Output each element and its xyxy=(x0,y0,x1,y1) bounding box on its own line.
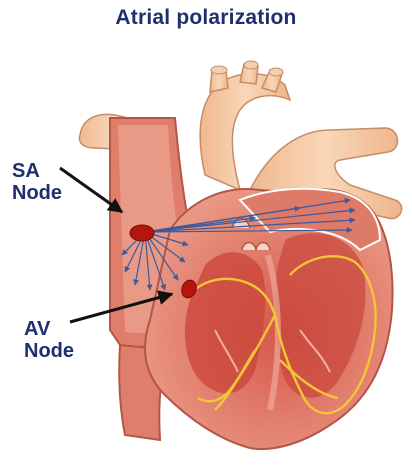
sa-node-label: SA Node xyxy=(12,160,62,204)
av-label-line2: Node xyxy=(24,340,74,362)
sa-node xyxy=(130,225,154,241)
sa-label-line1: SA xyxy=(12,160,62,182)
av-label-line1: AV xyxy=(24,318,74,340)
sa-label-line2: Node xyxy=(12,182,62,204)
av-node-label: AV Node xyxy=(24,318,74,362)
